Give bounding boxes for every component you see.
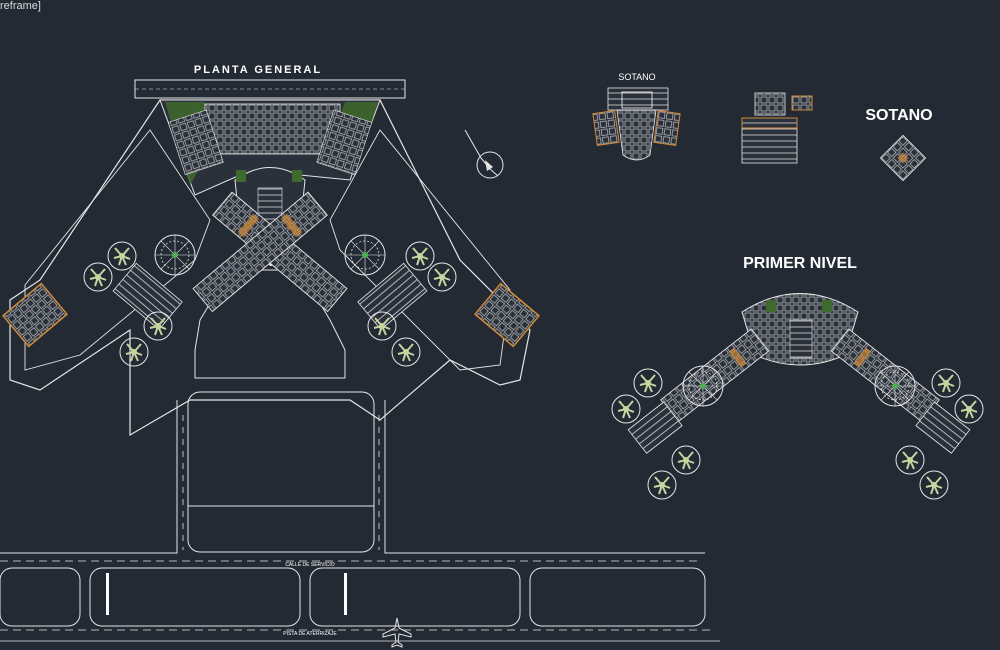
sotano-large-plan: SOTANO [865,107,933,182]
north-arrow-icon [464,129,504,179]
middle-small-plan [741,92,813,164]
viewport-label[interactable]: reframe] [0,0,41,12]
site-plan: PLANTA GENERAL [0,64,705,554]
roads: CALLE DE SERVICIO PISTA DE ATERRIZAJE [0,560,720,648]
airplane-icon [382,617,412,648]
pista-label: PISTA DE ATERRIZAJE [283,631,337,637]
sotano-small-title: SOTANO [618,72,655,82]
primer-nivel-plan: PRIMER NIVEL [611,255,984,500]
primer-nivel-title: PRIMER NIVEL [743,255,857,272]
calle-label: CALLE DE SERVICIO [285,562,334,568]
sotano-large-title: SOTANO [865,107,932,124]
sotano-small-plan: SOTANO [592,72,681,161]
planta-general-title: PLANTA GENERAL [194,64,322,76]
